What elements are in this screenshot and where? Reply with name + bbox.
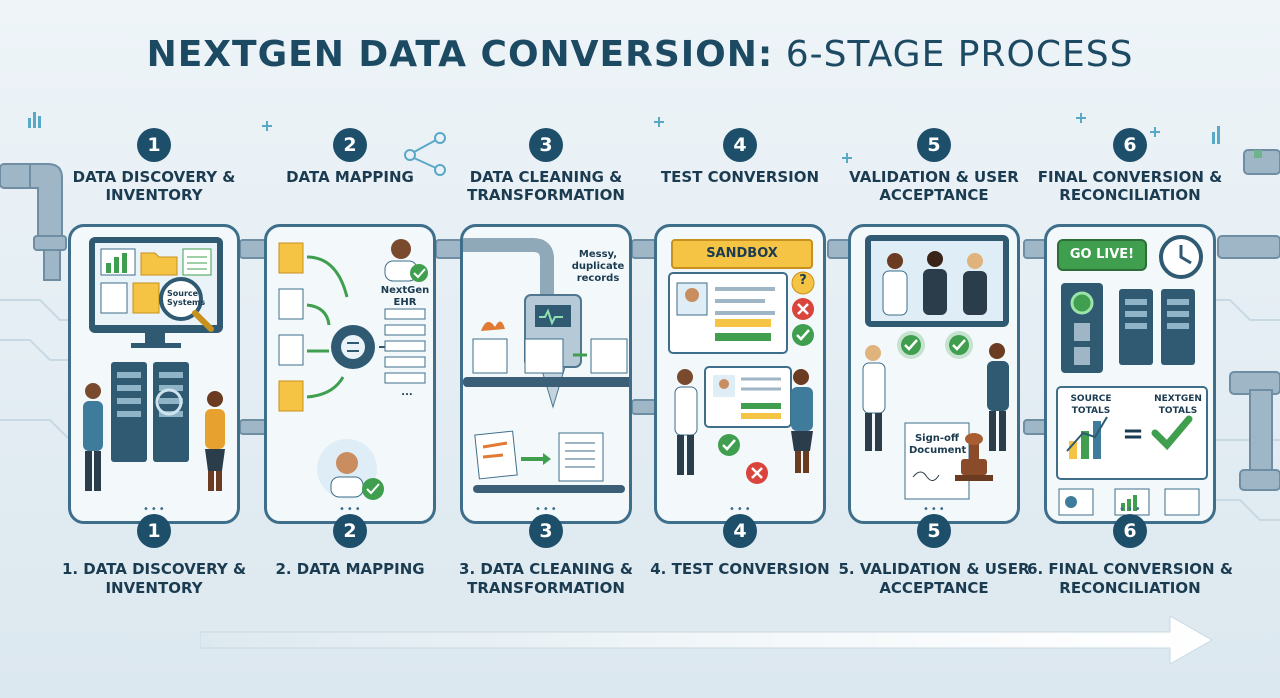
stage-header: DATA MAPPING <box>286 168 414 186</box>
stamp-icon <box>955 433 993 481</box>
stage-header: VALIDATION & USER ACCEPTANCE <box>849 168 1019 204</box>
stage-number-badge: 6 <box>1113 514 1147 548</box>
question-mark: ? <box>799 273 807 288</box>
cleaning-illustration <box>463 238 629 493</box>
person-doctor <box>862 345 886 451</box>
bar-chart-icon <box>100 248 136 276</box>
clock-icon <box>1159 235 1203 279</box>
server-icon <box>1119 289 1195 365</box>
x-icon <box>746 462 768 484</box>
person-man <box>987 343 1009 451</box>
go-live-badge: GO LIVE! <box>1057 239 1147 271</box>
panel-dots: ••• <box>535 504 559 515</box>
person-woman <box>791 369 813 473</box>
check-icon <box>897 331 925 359</box>
stage-number-badge: 3 <box>529 128 563 162</box>
stage-number-badge: 6 <box>1113 128 1147 162</box>
panel-dots: ••• <box>339 504 363 515</box>
check-icon <box>1151 415 1193 451</box>
stage-header: FINAL CONVERSION & RECONCILIATION <box>1037 168 1223 204</box>
stage-number-badge: 1 <box>137 514 171 548</box>
stage-3: 3 DATA CLEANING & TRANSFORMATION Messy, … <box>459 120 633 600</box>
source-totals-label: SOURCE TOTALS <box>1070 394 1112 416</box>
check-icon <box>792 324 814 346</box>
folder-icon <box>140 252 178 276</box>
sandbox-badge: SANDBOX <box>671 239 813 269</box>
stage-2: 2 DATA MAPPING NextGen EHR ... ••• 2 2. … <box>264 120 436 600</box>
title-bold: NEXTGEN DATA CONVERSION: <box>146 34 774 75</box>
stage-panel: Sign-off Document ••• <box>848 224 1020 524</box>
stage-footer: 6. FINAL CONVERSION & RECONCILIATION <box>1027 560 1233 597</box>
stage-header: DATA CLEANING & TRANSFORMATION <box>467 168 625 204</box>
doctor-bottom <box>317 439 384 500</box>
stage-footer: 3. DATA CLEANING & TRANSFORMATION <box>459 560 633 597</box>
stage-number-badge: 5 <box>917 128 951 162</box>
messy-records-label: Messy, duplicate records <box>571 249 625 284</box>
page-title: NEXTGEN DATA CONVERSION: 6-STAGE PROCESS <box>0 34 1280 75</box>
magnifier-icon <box>159 277 214 332</box>
source-systems-label: Source Systems <box>167 289 206 307</box>
progress-arrow-icon <box>200 615 1214 665</box>
stage-footer: 4. TEST CONVERSION <box>650 560 830 578</box>
panel-dots: ••• <box>923 504 947 515</box>
stage-number-badge: 2 <box>333 128 367 162</box>
stage-footer: 2. DATA MAPPING <box>275 560 425 578</box>
stage-header: TEST CONVERSION <box>660 168 820 186</box>
gear-icon <box>331 325 375 369</box>
signoff-label: Sign-off Document <box>909 433 967 456</box>
person-right <box>205 391 225 491</box>
stage-number-badge: 4 <box>723 514 757 548</box>
stage-4: 4 TEST CONVERSION SANDBOX ? ••• 4 4. TES… <box>650 120 830 600</box>
doctor-top <box>384 239 428 282</box>
stage-panel: GO LIVE! SOURCE TOTALS NEXTGEN TOTALS = … <box>1044 224 1216 524</box>
stage-panel: NextGen EHR ... ••• <box>264 224 436 524</box>
test-illustration <box>668 271 815 484</box>
equals-sign: = <box>1122 419 1144 449</box>
stage-panel: SANDBOX ? ••• <box>654 224 826 524</box>
check-icon <box>718 434 740 456</box>
stage-number-badge: 2 <box>333 514 367 548</box>
ellipsis-label: ... <box>401 387 413 398</box>
person-doctor <box>674 369 698 475</box>
document-icon <box>182 248 212 276</box>
stage-panel: Messy, duplicate records ••• <box>460 224 632 524</box>
nextgen-ehr-label: NextGen EHR <box>380 285 430 308</box>
document-icon <box>278 242 304 412</box>
bar-chart-icon <box>1066 416 1108 459</box>
stage-number-badge: 5 <box>917 514 951 548</box>
panel-dots: ••• <box>729 504 753 515</box>
check-icon <box>945 331 973 359</box>
panel-dots: ••• <box>143 504 167 515</box>
validation-illustration <box>862 235 1009 500</box>
stage-number-badge: 1 <box>137 128 171 162</box>
stage-footer: 5. VALIDATION & USER ACCEPTANCE <box>838 560 1030 597</box>
stage-footer: 1. DATA DISCOVERY & INVENTORY <box>61 560 247 597</box>
server-icon <box>111 362 189 462</box>
stage-6: 6 FINAL CONVERSION & RECONCILIATION GO L… <box>1027 120 1233 600</box>
person-left <box>83 383 103 491</box>
stage-header: DATA DISCOVERY & INVENTORY <box>72 168 236 204</box>
stage-number-badge: 4 <box>723 128 757 162</box>
stage-1: 1 DATA DISCOVERY & INVENTORY Source Syst… <box>62 120 246 600</box>
question-icon <box>791 271 815 295</box>
discovery-illustration <box>83 237 225 491</box>
nextgen-totals-label: NEXTGEN TOTALS <box>1154 394 1202 416</box>
title-light: 6-STAGE PROCESS <box>785 34 1134 75</box>
stage-5: 5 VALIDATION & USER ACCEPTANCE Sign-off … <box>838 120 1030 600</box>
x-icon <box>792 298 814 320</box>
final-illustration <box>1056 235 1208 516</box>
stage-panel: Source Systems ••• <box>68 224 240 524</box>
panel-dots: ••• <box>1119 504 1143 515</box>
stage-number-badge: 3 <box>529 514 563 548</box>
mapping-illustration <box>278 239 428 500</box>
